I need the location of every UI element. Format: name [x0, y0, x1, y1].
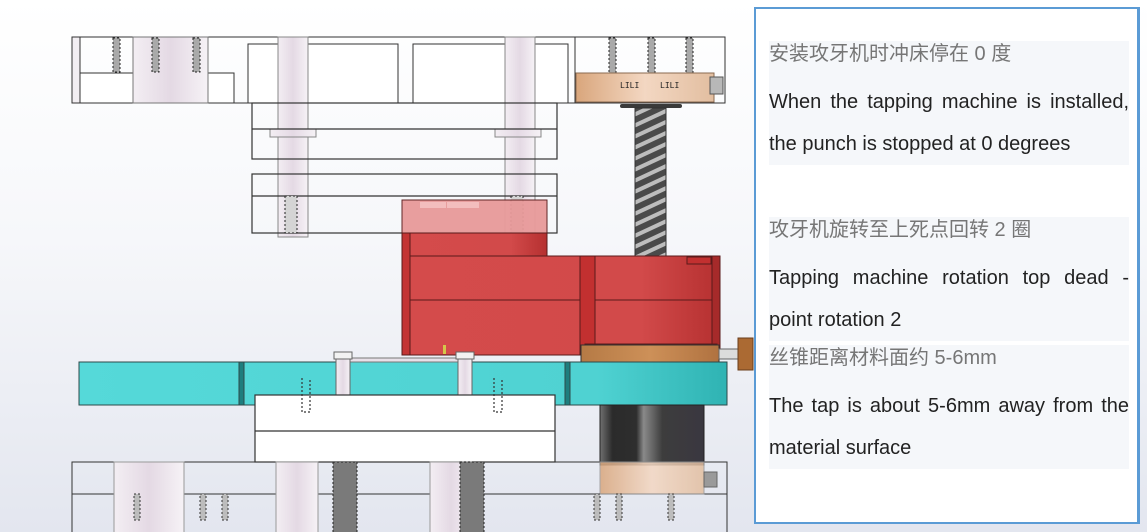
annotation-textbox: 安装攻牙机时冲床停在 0 度 When the tapping machine … [754, 7, 1140, 524]
lower-die-shoe [71, 461, 728, 532]
cad-drawing: LILI LILI [71, 36, 754, 532]
die-block [254, 378, 556, 463]
punch-holder-plate [251, 102, 558, 160]
tapping-unit [401, 199, 721, 356]
note-3-english: The tap is about 5-6mm away from the mat… [769, 395, 1129, 459]
note-3-chinese: 丝锥距离材料面约 5-6mm [769, 347, 997, 369]
note-1-chinese: 安装攻牙机时冲床停在 0 度 [769, 43, 1012, 65]
pilot-pins [333, 351, 475, 396]
note-3: 丝锥距离材料面约 5-6mm The tap is about 5-6mm aw… [769, 345, 1129, 469]
note-2-english: Tapping machine rotation top dead - poin… [769, 267, 1129, 331]
upper-die-shoe [71, 36, 726, 104]
tap-base-plate [580, 337, 754, 371]
svg-text:LILI: LILI [620, 81, 639, 90]
tap-tip [443, 345, 446, 354]
note-1-english: When the tapping machine is installed, t… [769, 91, 1129, 155]
note-2: 攻牙机旋转至上死点回转 2 圈 Tapping machine rotation… [769, 217, 1129, 341]
note-2-chinese: 攻牙机旋转至上死点回转 2 圈 [769, 219, 1032, 241]
note-1: 安装攻牙机时冲床停在 0 度 When the tapping machine … [769, 41, 1129, 165]
cap-screws-bottom [133, 493, 675, 521]
svg-text:LILI: LILI [660, 81, 679, 90]
lower-threaded-rods [332, 461, 485, 532]
cap-screws-top [112, 37, 694, 75]
tap-drive-screw [634, 107, 667, 259]
lower-support-column [599, 404, 705, 466]
upper-mount-bracket: LILI LILI [575, 72, 724, 108]
